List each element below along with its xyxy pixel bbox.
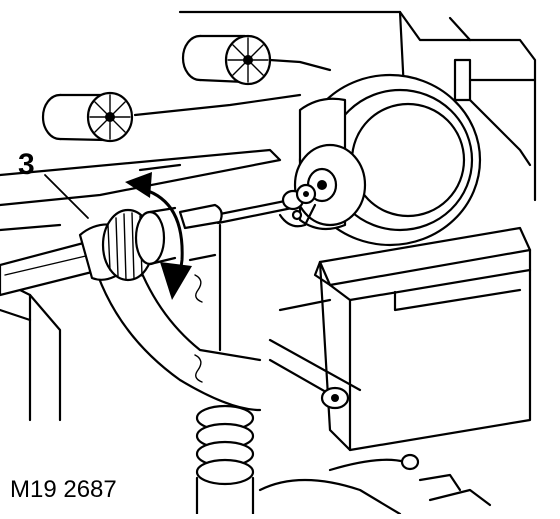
vacuum-actuator (293, 73, 532, 247)
figure-reference: M19 2687 (10, 476, 117, 503)
upper-injector-nut (181, 34, 332, 86)
screwdriver (0, 206, 177, 297)
fuel-rail (0, 148, 282, 232)
sensor-wire (328, 453, 492, 507)
rotation-arrow (125, 172, 192, 300)
callout-number: 3 (18, 148, 35, 181)
linkage-rod (213, 183, 317, 228)
lower-injector-nut (41, 91, 302, 143)
left-frame (0, 278, 62, 422)
lower-bracket (268, 298, 362, 410)
bracket-tab (178, 203, 223, 230)
ribbed-hose (195, 404, 402, 516)
air-intake-box (313, 226, 532, 452)
callout-leader (44, 174, 89, 219)
